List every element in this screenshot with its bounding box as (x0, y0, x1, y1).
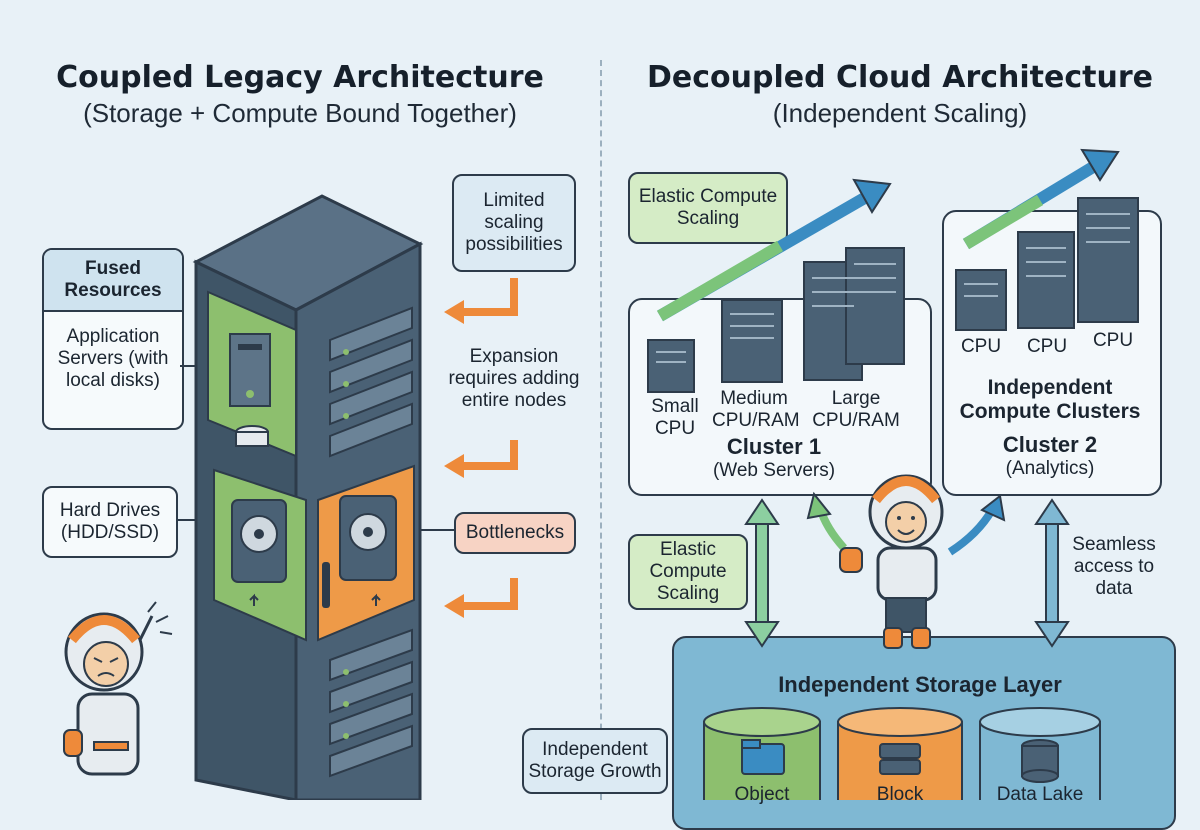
section-divider (600, 60, 602, 800)
data-lake-cylinder (979, 707, 1101, 737)
fused-resources-body: Application Servers (with local disks) (57, 326, 169, 391)
cluster-2-title: Cluster 2 (1002, 432, 1098, 457)
cpu-label-2: CPU (1026, 336, 1068, 357)
seamless-access-note: Seamless access to data (1072, 534, 1156, 599)
hard-drives-label: Hard Drives (HDD/SSD) (42, 486, 178, 558)
left-title: Coupled Legacy Architecture (56, 60, 544, 95)
storage-type-object: Object (734, 784, 790, 805)
cpu-label-3: CPU (1092, 330, 1134, 351)
database-icon (1021, 739, 1059, 783)
stressed-astronaut-icon (63, 601, 173, 776)
cpu-server-icon (1017, 231, 1075, 329)
server-medium-icon (721, 299, 783, 383)
legacy-rack-illustration (63, 194, 518, 800)
cluster-2-subtitle: (Analytics) (1005, 458, 1095, 479)
storage-type-block: Block (876, 784, 924, 805)
block-drive-icon (879, 743, 921, 775)
storage-type-data-lake: Data Lake (996, 784, 1084, 805)
independent-compute-label: Independent Compute Clusters (959, 376, 1141, 424)
cpu-label-1: CPU (960, 336, 1002, 357)
happy-astronaut-icon (839, 474, 944, 649)
cpu-server-icon (1077, 197, 1139, 323)
object-storage-cylinder (703, 707, 821, 737)
fused-resources-header: Fused Resources (44, 250, 182, 312)
cluster-1-title: Cluster 1 (726, 434, 822, 459)
cpu-server-icon (955, 269, 1007, 331)
server-medium-label: Medium CPU/RAM (712, 388, 800, 431)
elastic-scaling-mid-note: Elastic Compute Scaling (628, 534, 748, 610)
elastic-scaling-top-note: Elastic Compute Scaling (628, 172, 788, 244)
right-title: Decoupled Cloud Architecture (647, 60, 1153, 95)
limited-scaling-note: Limited scaling possibilities (452, 174, 576, 272)
expansion-note: Expansion requires adding entire nodes (448, 346, 580, 411)
cluster-1-subtitle: (Web Servers) (712, 460, 836, 481)
fused-resources-card: Fused Resources Application Servers (wit… (42, 248, 184, 430)
bottlenecks-note: Bottlenecks (454, 512, 576, 554)
storage-growth-note: Independent Storage Growth (522, 728, 668, 794)
left-subtitle: (Storage + Compute Bound Together) (83, 98, 517, 128)
block-storage-cylinder (837, 707, 963, 737)
server-small-label: Small CPU (651, 396, 699, 439)
cloud-illustration (647, 148, 1139, 800)
server-large-label: Large CPU/RAM (812, 388, 900, 431)
storage-layer-title: Independent Storage Layer (778, 672, 1062, 697)
right-subtitle: (Independent Scaling) (772, 98, 1028, 128)
server-large-icon (845, 247, 905, 365)
server-small-icon (647, 339, 695, 393)
folder-icon (741, 739, 785, 775)
